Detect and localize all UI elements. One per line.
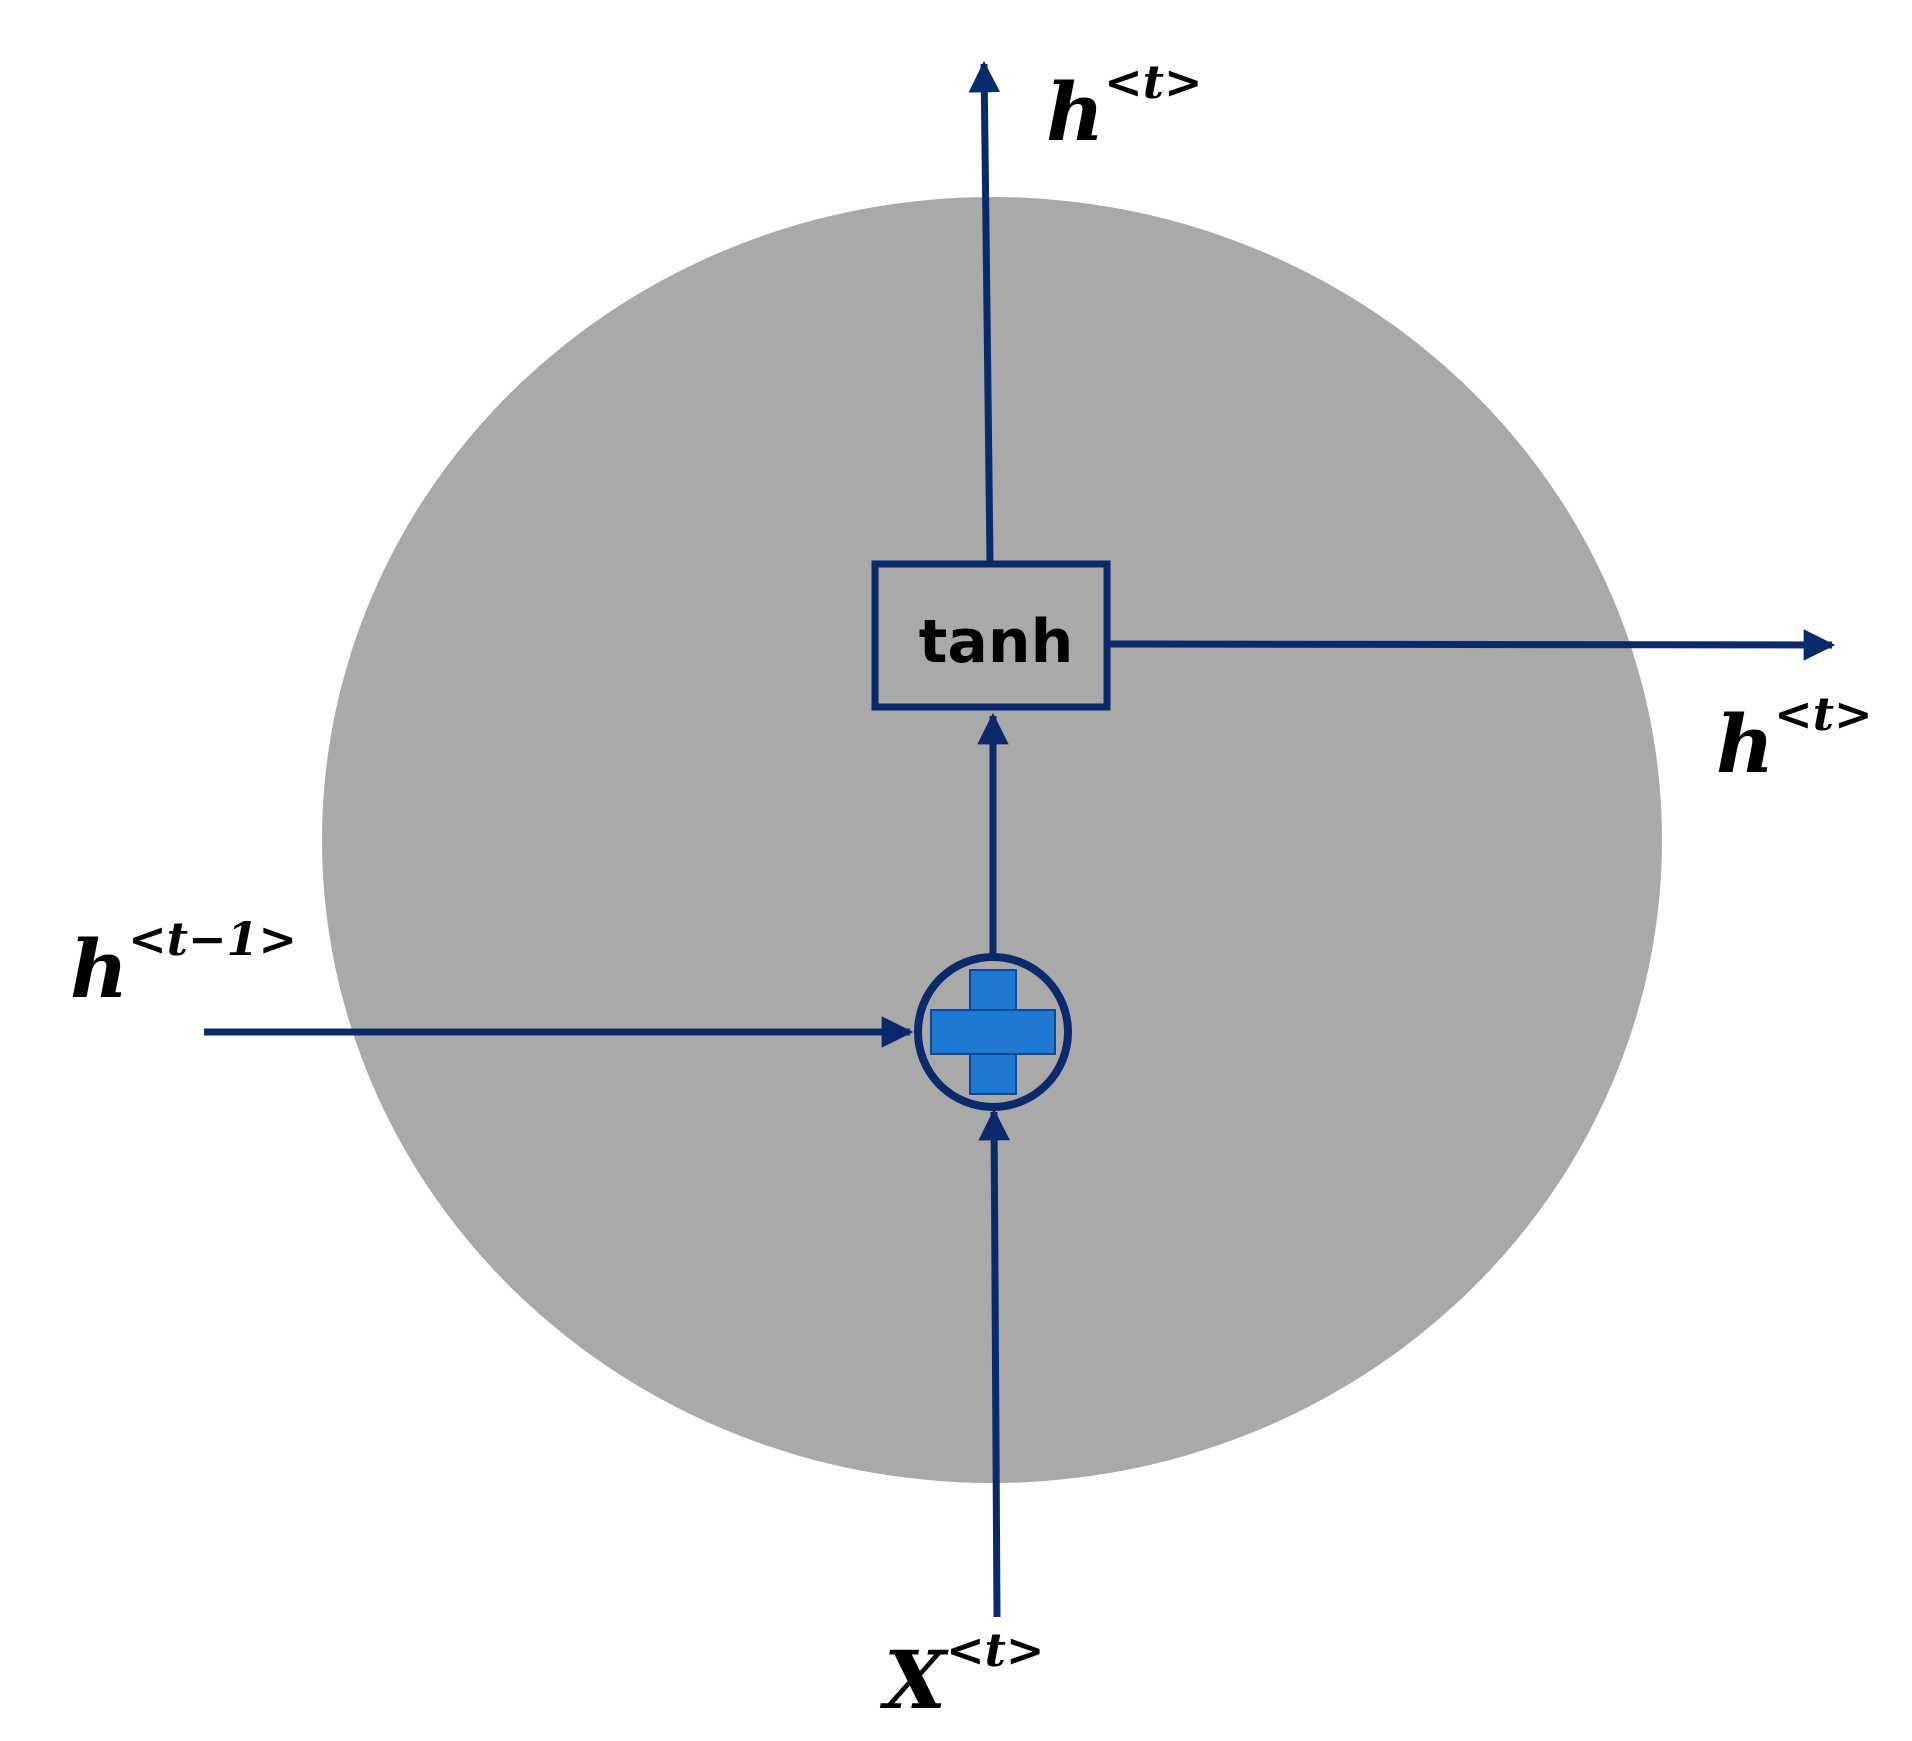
tanh-box — [871, 560, 1111, 711]
label-output-top: h<t> — [1046, 55, 1203, 159]
label-input: X<t> — [879, 1623, 1044, 1727]
label-output-right: h<t> — [1716, 687, 1873, 791]
arrow-output-up — [968, 60, 1001, 562]
arrow-input — [978, 1108, 1010, 1618]
tanh-label: tanh — [919, 607, 1074, 677]
label-prev-hidden: h<t−1> — [70, 912, 297, 1016]
plus-operator-icon — [914, 953, 1072, 1111]
arrow-output-right — [1107, 629, 1836, 661]
